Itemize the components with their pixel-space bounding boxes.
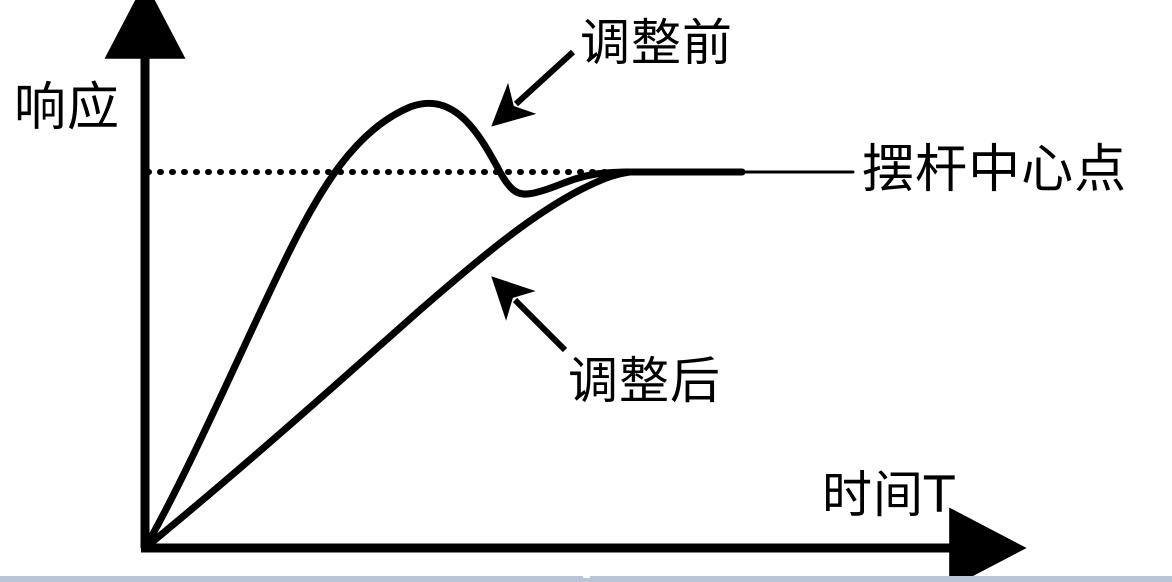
bottom-divider-rule	[0, 574, 1172, 582]
curve-before-label: 调整前	[580, 14, 733, 72]
curve-after-adjustment	[141, 168, 634, 552]
annotation-arrow-after	[491, 276, 568, 353]
bottom-divider-notch	[583, 574, 590, 578]
setpoint-label: 摆杆中心点	[862, 140, 1128, 200]
curve-before-adjustment	[141, 99, 634, 552]
curve-after-label: 调整后	[568, 352, 721, 410]
x-axis-label: 时间T	[822, 466, 956, 524]
y-axis-label: 响应	[14, 78, 121, 138]
annotation-arrow-before	[491, 49, 576, 127]
